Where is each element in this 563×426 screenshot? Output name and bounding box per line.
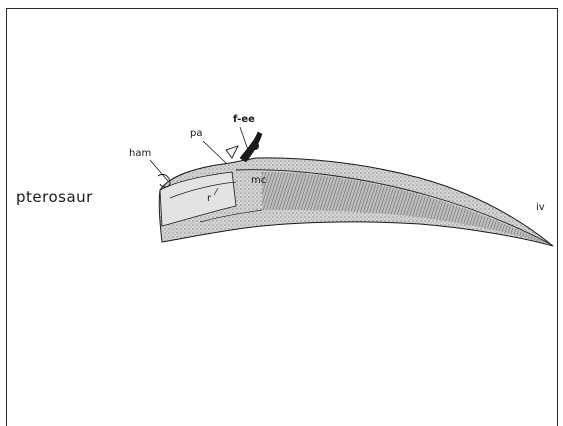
label-r: r <box>207 194 211 204</box>
main-label: pterosaur <box>16 190 93 205</box>
leader-f <box>240 127 248 150</box>
ee-bone-tip <box>251 142 259 150</box>
label-f: f-ee <box>233 115 255 125</box>
leader-pa <box>203 141 226 163</box>
label-ham: ham <box>129 149 151 159</box>
pteroid-bone <box>226 146 238 158</box>
label-pa: pa <box>190 129 202 139</box>
leader-ham <box>150 160 168 181</box>
label-mc: mc <box>251 176 266 186</box>
label-iv: iv <box>536 203 545 213</box>
